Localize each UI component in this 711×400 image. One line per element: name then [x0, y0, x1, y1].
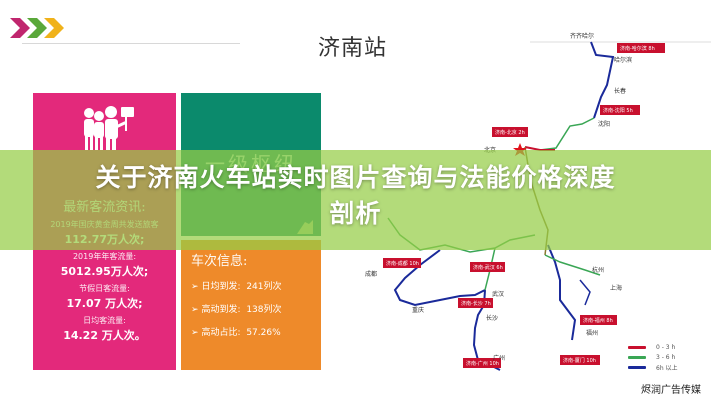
- train-info-item: ➢日均到发: 241列次: [191, 282, 282, 292]
- people-with-sign-icon: [84, 106, 134, 150]
- legend-swatch-red: [628, 345, 646, 349]
- chevron-arrows-icon: [10, 18, 64, 38]
- train-info-item: ➢高动到发: 138列次: [191, 305, 282, 315]
- svg-text:杭州: 杭州: [592, 266, 604, 274]
- svg-text:沈阳: 沈阳: [598, 120, 610, 128]
- svg-text:济南-广州 10h: 济南-广州 10h: [466, 360, 499, 367]
- header-divider: [22, 43, 240, 44]
- train-info-item: ➢高动占比: 57.26%: [191, 328, 281, 338]
- svg-text:广州: 广州: [493, 354, 505, 362]
- bullet-arrow-icon: ➢: [191, 305, 199, 315]
- stat-value: 14.22 万人次。: [63, 329, 146, 342]
- svg-text:成都: 成都: [365, 270, 377, 278]
- svg-text:济南-成都 10h: 济南-成都 10h: [386, 260, 419, 267]
- svg-text:重庆: 重庆: [412, 306, 424, 314]
- train-info-heading: 车次信息:: [191, 254, 248, 269]
- svg-text:济南-哈尔滨 8h: 济南-哈尔滨 8h: [620, 45, 655, 52]
- train-info-panel: [181, 240, 321, 370]
- svg-text:上海: 上海: [610, 284, 622, 292]
- svg-text:哈尔滨: 哈尔滨: [614, 56, 632, 64]
- stat-label: 日均客流量:: [83, 316, 126, 325]
- watermark: 烬润广告传媒: [641, 385, 701, 396]
- svg-text:福州: 福州: [586, 329, 598, 337]
- map-legend: 0 - 3 h 3 - 6 h 6h 以上: [628, 342, 678, 372]
- svg-text:济南-北京 2h: 济南-北京 2h: [495, 129, 525, 136]
- legend-swatch-green: [628, 355, 646, 359]
- bullet-arrow-icon: ➢: [191, 328, 199, 338]
- bullet-arrow-icon: ➢: [191, 282, 199, 292]
- stat-value: 17.07 万人次;: [66, 297, 143, 310]
- svg-text:齐齐哈尔: 齐齐哈尔: [570, 32, 594, 40]
- svg-text:长春: 长春: [614, 87, 626, 95]
- legend-item: 0 - 3 h: [628, 342, 678, 352]
- legend-item: 6h 以上: [628, 362, 678, 372]
- svg-text:长沙: 长沙: [486, 314, 498, 322]
- svg-text:济南-厦门 10h: 济南-厦门 10h: [563, 357, 596, 364]
- svg-text:武汉: 武汉: [492, 290, 504, 298]
- rail-network-map: 济南-哈尔滨 8h 济南-沈阳 5h 济南-北京 2h 济南-成都 10h 济南…: [365, 32, 711, 371]
- article-title: 关于济南火车站实时图片查询与法能价格深度 剖析: [95, 163, 616, 228]
- svg-text:济南-福州 8h: 济南-福州 8h: [583, 317, 613, 324]
- train-info-list: ➢日均到发: 241列次 ➢高动到发: 138列次 ➢高动占比: 57.26%: [191, 280, 282, 349]
- legend-item: 3 - 6 h: [628, 352, 678, 362]
- page-title: 济南站: [318, 36, 388, 61]
- title-overlay-band: [0, 150, 711, 250]
- svg-text:济南-长沙 7h: 济南-长沙 7h: [461, 300, 491, 307]
- stat-value: 5012.95万人次;: [60, 265, 149, 278]
- stat-label: 2019年年客流量:: [72, 252, 137, 261]
- legend-swatch-blue: [628, 365, 646, 369]
- stat-label: 节假日客流量:: [79, 284, 130, 293]
- svg-text:济南-武汉 6h: 济南-武汉 6h: [473, 264, 503, 271]
- svg-text:济南-沈阳 5h: 济南-沈阳 5h: [603, 107, 633, 114]
